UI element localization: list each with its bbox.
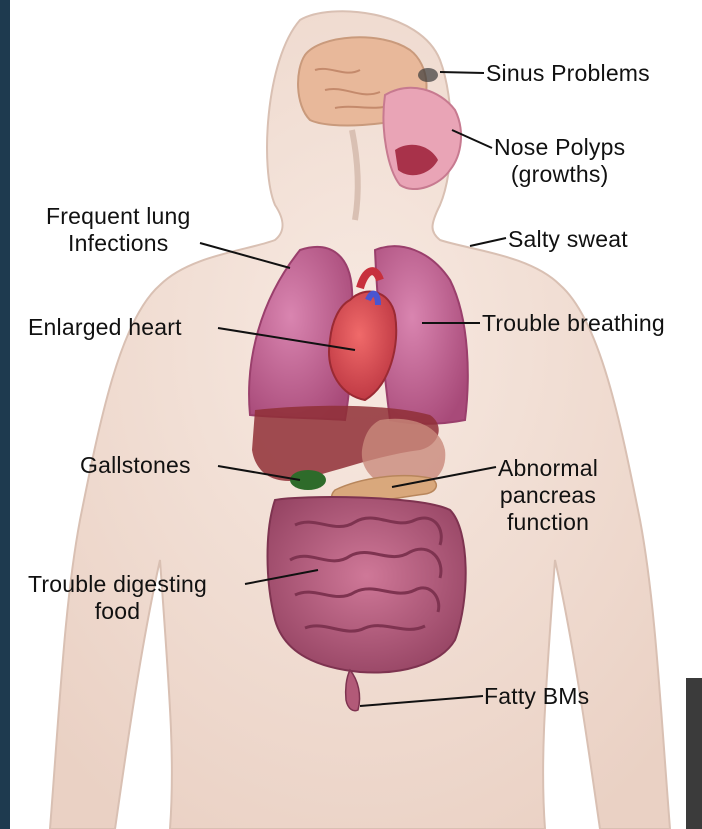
label-nose-polyps: Nose Polyps (growths) [494, 134, 625, 188]
label-salty-sweat: Salty sweat [508, 226, 628, 253]
corner-dark-block [686, 678, 702, 829]
label-abnormal-pancreas: Abnormal pancreas function [498, 455, 598, 536]
label-nose-polyps-line1: Nose Polyps [494, 134, 625, 161]
label-fatty-bms: Fatty BMs [484, 683, 589, 710]
label-pancreas-line3: function [498, 509, 598, 536]
label-digest-line2: food [28, 598, 207, 625]
label-gallstones: Gallstones [80, 452, 191, 479]
label-sinus-problems: Sinus Problems [486, 60, 650, 87]
label-trouble-breathing: Trouble breathing [482, 310, 665, 337]
label-frequent-lung-infections: Frequent lung Infections [46, 203, 191, 257]
label-trouble-digesting: Trouble digesting food [28, 571, 207, 625]
label-pancreas-line1: Abnormal [498, 455, 598, 482]
label-digest-line1: Trouble digesting [28, 571, 207, 598]
label-lung-line2: Infections [46, 230, 191, 257]
label-enlarged-heart: Enlarged heart [28, 314, 182, 341]
label-lung-line1: Frequent lung [46, 203, 191, 230]
sinus-cavity [418, 68, 438, 82]
label-nose-polyps-line2: (growths) [494, 161, 625, 188]
label-pancreas-line2: pancreas [498, 482, 598, 509]
